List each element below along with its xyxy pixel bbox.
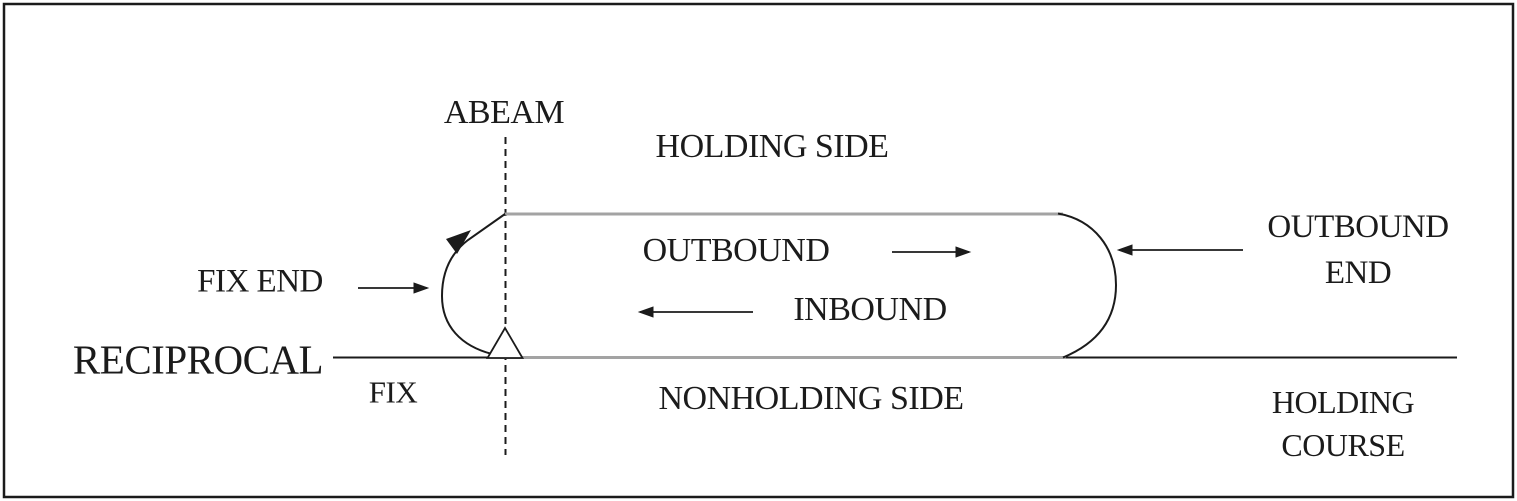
holding-side-label: HOLDING SIDE: [655, 128, 889, 165]
fix-end-turn-curve: [440, 213, 506, 355]
outbound-end-turn-curve: [1057, 212, 1118, 359]
holding-course-label-line1: HOLDING: [1271, 384, 1415, 420]
outbound-label: OUTBOUND: [642, 232, 830, 269]
turn-direction-arrowhead-icon: [446, 230, 471, 254]
holding-course-label-line2: COURSE: [1281, 427, 1405, 463]
nonholding-side-label: NONHOLDING SIDE: [658, 380, 964, 417]
reciprocal-label: RECIPROCAL: [72, 336, 324, 383]
abeam-label: ABEAM: [443, 94, 565, 131]
outbound-end-label-line2: END: [1324, 255, 1392, 291]
inbound-label: INBOUND: [793, 291, 947, 328]
fix-label: FIX: [368, 374, 418, 410]
fix-triangle-icon: [485, 326, 525, 359]
outbound-end-label: OUTBOUND END: [1267, 204, 1449, 296]
outbound-end-label-line1: OUTBOUND: [1267, 209, 1449, 245]
holding-course-label: HOLDING COURSE: [1271, 381, 1415, 467]
fix-end-label: FIX END: [197, 263, 323, 300]
